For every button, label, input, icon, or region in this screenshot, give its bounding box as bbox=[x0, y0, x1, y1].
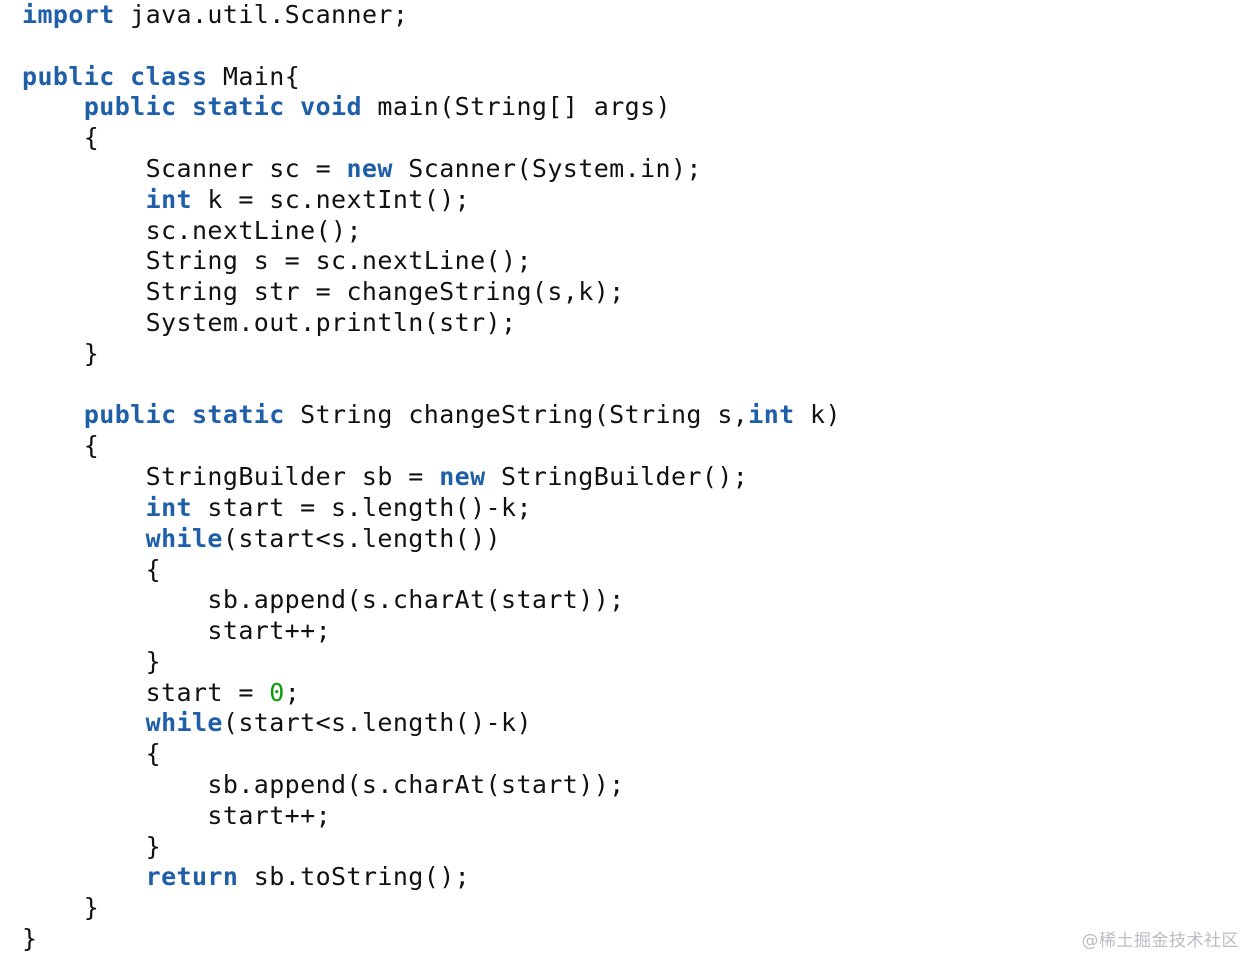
keyword-token: new bbox=[346, 154, 393, 183]
code-token: String changeString(String s, bbox=[284, 400, 749, 429]
code-token: start++; bbox=[22, 801, 332, 830]
code-line-3: public class Main{ bbox=[22, 62, 300, 92]
code-line-17: int start = s.length()-k; bbox=[22, 493, 532, 523]
code-line-4: public static void main(String[] args) bbox=[22, 92, 671, 122]
code-token: Scanner(System.in); bbox=[392, 154, 702, 183]
code-line-18: while(start<s.length()) bbox=[22, 524, 501, 554]
code-token bbox=[22, 493, 146, 522]
code-line-29: return sb.toString(); bbox=[22, 862, 470, 892]
code-token: } bbox=[22, 832, 162, 861]
keyword-token: static bbox=[191, 92, 285, 121]
code-line-20: sb.append(s.charAt(start)); bbox=[22, 585, 625, 615]
code-token bbox=[22, 708, 146, 737]
code-token: sb.toString(); bbox=[238, 862, 471, 891]
code-line-16: StringBuilder sb = new StringBuilder(); bbox=[22, 462, 748, 492]
code-token: String s = sc.nextLine(); bbox=[22, 246, 532, 275]
code-token: k) bbox=[794, 400, 841, 429]
code-line-7: int k = sc.nextInt(); bbox=[22, 185, 470, 215]
code-line-15: { bbox=[22, 431, 99, 461]
code-token: sc.nextLine(); bbox=[22, 216, 362, 245]
code-token: { bbox=[22, 431, 100, 460]
code-token: k = sc.nextInt(); bbox=[191, 185, 471, 214]
keyword-token: int bbox=[145, 185, 192, 214]
code-token: StringBuilder sb = bbox=[22, 462, 440, 491]
code-line-21: start++; bbox=[22, 616, 331, 646]
code-token: StringBuilder(); bbox=[485, 462, 749, 491]
code-token: Scanner sc = bbox=[22, 154, 347, 183]
keyword-token: public bbox=[83, 92, 177, 121]
keyword-token: public bbox=[22, 62, 115, 91]
code-line-31: } bbox=[22, 924, 37, 954]
code-token bbox=[115, 62, 130, 91]
keyword-token: public bbox=[83, 400, 177, 429]
code-line-28: } bbox=[22, 832, 161, 862]
code-token: String str = changeString(s,k); bbox=[22, 277, 625, 306]
code-line-11: System.out.println(str); bbox=[22, 308, 516, 338]
code-token: sb.append(s.charAt(start)); bbox=[22, 585, 625, 614]
code-line-6: Scanner sc = new Scanner(System.in); bbox=[22, 154, 702, 184]
code-line-14: public static String changeString(String… bbox=[22, 400, 841, 430]
code-token bbox=[177, 92, 192, 121]
keyword-token: new bbox=[439, 462, 486, 491]
code-token: start++; bbox=[22, 616, 332, 645]
keyword-token: while bbox=[145, 708, 223, 737]
code-token: java.util.Scanner; bbox=[114, 0, 409, 29]
code-token bbox=[22, 400, 84, 429]
code-line-22: } bbox=[22, 647, 161, 677]
keyword-token: return bbox=[145, 862, 239, 891]
code-token: (start<s.length()) bbox=[222, 524, 502, 553]
watermark: @稀土掘金技术社区 bbox=[1081, 931, 1239, 951]
code-token: { bbox=[22, 739, 162, 768]
keyword-token: int bbox=[145, 493, 192, 522]
keyword-token: class bbox=[130, 62, 208, 91]
keyword-token: void bbox=[300, 92, 362, 121]
code-token: } bbox=[22, 339, 100, 368]
code-line-1: import java.util.Scanner; bbox=[22, 0, 408, 30]
code-token: System.out.println(str); bbox=[22, 308, 517, 337]
code-token: start = s.length()-k; bbox=[191, 493, 532, 522]
code-line-26: sb.append(s.charAt(start)); bbox=[22, 770, 625, 800]
keyword-token: int bbox=[748, 400, 795, 429]
code-token bbox=[285, 92, 300, 121]
code-token: start = bbox=[22, 678, 270, 707]
code-line-30: } bbox=[22, 893, 99, 923]
code-line-23: start = 0; bbox=[22, 678, 300, 708]
code-token: { bbox=[22, 123, 100, 152]
code-token bbox=[22, 524, 146, 553]
code-line-8: sc.nextLine(); bbox=[22, 216, 362, 246]
code-token: main(String[] args) bbox=[361, 92, 671, 121]
code-line-24: while(start<s.length()-k) bbox=[22, 708, 532, 738]
code-token: } bbox=[22, 893, 100, 922]
code-line-10: String str = changeString(s,k); bbox=[22, 277, 625, 307]
code-token bbox=[22, 92, 84, 121]
code-line-5: { bbox=[22, 123, 99, 153]
number-token: 0 bbox=[269, 678, 285, 707]
code-line-19: { bbox=[22, 555, 161, 585]
code-token: (start<s.length()-k) bbox=[222, 708, 532, 737]
code-token bbox=[177, 400, 192, 429]
keyword-token: static bbox=[191, 400, 285, 429]
keyword-token: import bbox=[22, 0, 115, 29]
code-token: ; bbox=[284, 678, 301, 707]
code-line-27: start++; bbox=[22, 801, 331, 831]
code-line-9: String s = sc.nextLine(); bbox=[22, 246, 532, 276]
code-token: } bbox=[22, 647, 162, 676]
code-token: Main{ bbox=[207, 62, 301, 91]
code-token: } bbox=[22, 924, 38, 953]
code-token: sb.append(s.charAt(start)); bbox=[22, 770, 625, 799]
code-token: { bbox=[22, 555, 162, 584]
code-line-12: } bbox=[22, 339, 99, 369]
code-line-25: { bbox=[22, 739, 161, 769]
keyword-token: while bbox=[145, 524, 223, 553]
code-token bbox=[22, 862, 146, 891]
code-token bbox=[22, 185, 146, 214]
